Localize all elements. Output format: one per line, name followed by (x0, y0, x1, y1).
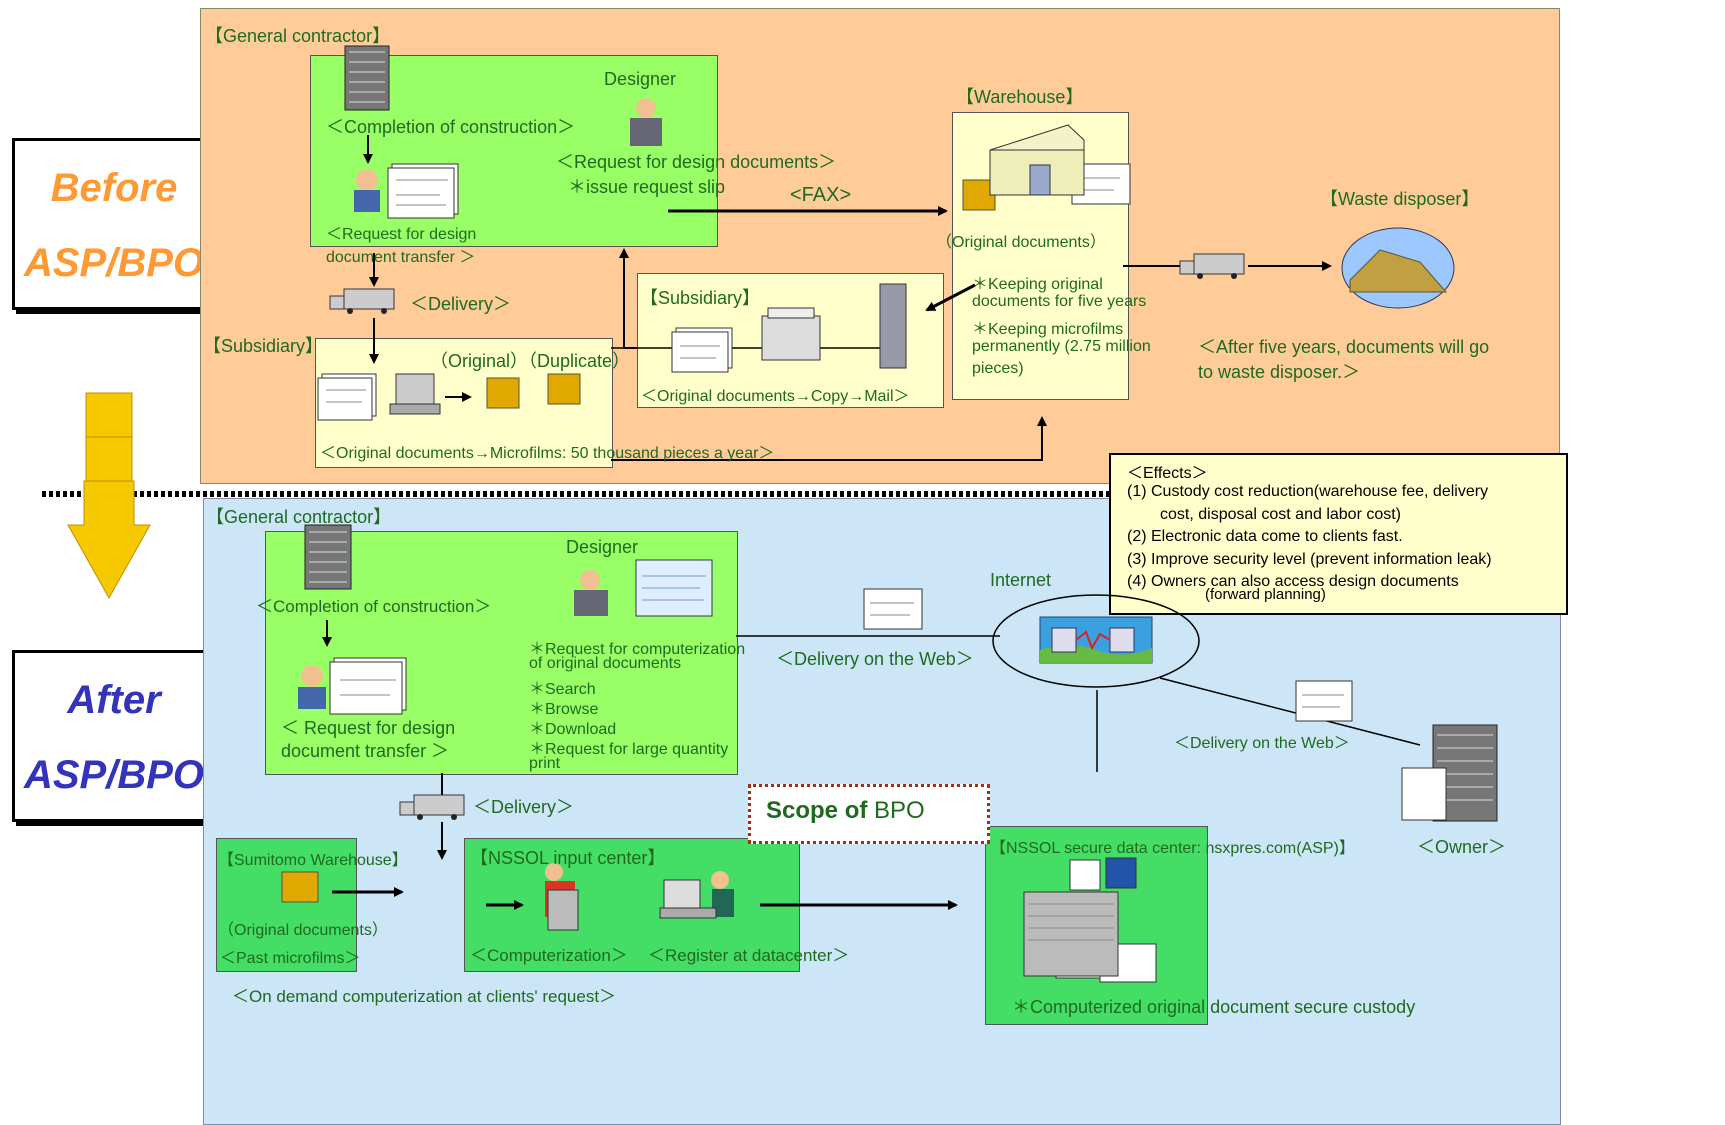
waste-disposer-icon (1341, 227, 1455, 309)
scope-of-bpo-label: Scope of BPO (766, 797, 925, 825)
request-line6: ＊Request for large quantity (529, 741, 729, 758)
before-completion-label: ＜Completion of construction＞ (326, 117, 576, 137)
truck-icon (329, 253, 1245, 816)
line-internet-to-owner (1159, 677, 1421, 746)
warehouse-label: 【Warehouse】 (956, 87, 1084, 107)
effect-4-line1: (4) Owners can also access design docume… (1127, 573, 1459, 590)
warehouse-icon (989, 124, 1085, 196)
building-icon (304, 45, 1498, 822)
sumitomo-original-documents: （Original documents） (218, 922, 388, 939)
effect-1-line2: cost, disposal cost and labor cost) (1160, 506, 1402, 523)
after-completion-label: ＜Completion of construction＞ (256, 597, 492, 616)
effect-1-line1: (1) Custody cost reduction(warehouse fee… (1127, 483, 1489, 500)
register-label: ＜Register at datacenter＞ (648, 946, 850, 965)
before-label-line2: ASP/BPO (23, 241, 205, 285)
before-label: Before ASP/BPO (12, 138, 216, 310)
delivery-web-label-1: ＜Delivery on the Web＞ (776, 649, 974, 669)
line-subsidiary-up (619, 248, 637, 349)
globe-icon (1039, 616, 1153, 664)
before-designer-label: Designer (604, 69, 677, 89)
effects-box (1109, 453, 1568, 615)
computer-icon (389, 283, 1137, 977)
warehouse-original-documents: （Original documents） (936, 234, 1106, 251)
internet-icon (992, 594, 1200, 688)
after-label-line1: After (67, 678, 161, 722)
fax-label: <FAX> (790, 184, 852, 206)
request-design-docs-label: ＜Request for design documents＞ (556, 152, 837, 172)
effect-4-line2: (forward planning) (1205, 586, 1326, 603)
after-five-years-line1: ＜After five years, documents will go (1198, 337, 1490, 357)
past-microfilms-label: ＜Past microfilms＞ (220, 950, 361, 967)
scope-bold: Scope of (766, 797, 875, 824)
request-line7: print (529, 755, 561, 772)
request-line1: ＊Request for computerization (529, 641, 746, 658)
data-center-label: 【NSSOL secure data center: nsxpres.com(A… (990, 840, 1355, 857)
owner-label: ＜Owner＞ (1417, 837, 1507, 857)
secure-custody-caption: ＊Computerized original document secure c… (1012, 997, 1416, 1017)
arrow-warehouse-to-subsidiary (925, 283, 976, 312)
delivery-web-label-2: ＜Delivery on the Web＞ (1174, 735, 1350, 752)
computerization-label: ＜Computerization＞ (470, 946, 628, 965)
keeping-line2: documents for five years (972, 293, 1147, 310)
line-microfilm-to-warehouse (611, 416, 1047, 461)
on-demand-caption: ＜On demand computerization at clients' r… (232, 987, 617, 1006)
transition-arrow-icon (67, 392, 151, 600)
original-duplicate-label: （Original）（Duplicate） (430, 351, 631, 371)
before-request-transfer-line1: ＜Request for design (326, 226, 477, 243)
input-center-label: 【NSSOL input center】 (470, 848, 666, 868)
keeping-line1: ＊Keeping original (972, 276, 1103, 293)
effect-2: (2) Electronic data come to clients fast… (1127, 528, 1403, 545)
before-subsidiary-left-label: 【Subsidiary】 (203, 336, 324, 356)
after-request-transfer-line1: ＜ Request for design (281, 718, 456, 738)
after-general-contractor-label: 【General contractor】 (206, 507, 392, 527)
scope-plain: BPO (874, 797, 925, 824)
scope-of-bpo-box (748, 784, 990, 844)
before-delivery-label: ＜Delivery＞ (410, 294, 512, 314)
after-five-years-line2: to waste disposer.＞ (1198, 362, 1361, 382)
before-label-line1: Before (50, 166, 178, 210)
waste-disposer-label: 【Waste disposer】 (1320, 189, 1480, 209)
request-line3: ＊Search (529, 681, 596, 698)
request-line5: ＊Download (529, 721, 617, 738)
request-line4: ＊Browse (529, 701, 599, 718)
after-label-line2: ASP/BPO (23, 753, 205, 797)
microfilm-icon (281, 179, 996, 903)
internet-label: Internet (990, 570, 1052, 590)
keeping-line4: permanently (2.75 million (972, 338, 1151, 355)
before-subsidiary-mid-label: 【Subsidiary】 (640, 288, 761, 308)
before-request-transfer-line2: document transfer ＞ (326, 249, 476, 266)
sumitomo-box (216, 838, 357, 972)
keeping-line3: ＊Keeping microfilms (972, 321, 1124, 338)
effect-3: (3) Improve security level (prevent info… (1127, 551, 1492, 568)
copy-mail-caption: ＜Original documents→Copy→Mail＞ (641, 388, 910, 405)
sumitomo-label: 【Sumitomo Warehouse】 (218, 852, 408, 869)
request-line2: of original documents (529, 655, 682, 672)
microfilm-caption: ＜Original documents→Microfilms: 50 thous… (320, 445, 775, 462)
after-designer-label: Designer (566, 537, 639, 557)
keeping-line5: pieces) (972, 360, 1024, 377)
before-general-contractor-label: 【General contractor】 (205, 26, 391, 46)
after-delivery-label: ＜Delivery＞ (473, 797, 575, 817)
effects-title: ＜Effects＞ (1127, 465, 1208, 482)
issue-request-slip-label: ＊issue request slip (568, 177, 726, 197)
after-request-transfer-line2: document transfer ＞ (281, 741, 450, 761)
